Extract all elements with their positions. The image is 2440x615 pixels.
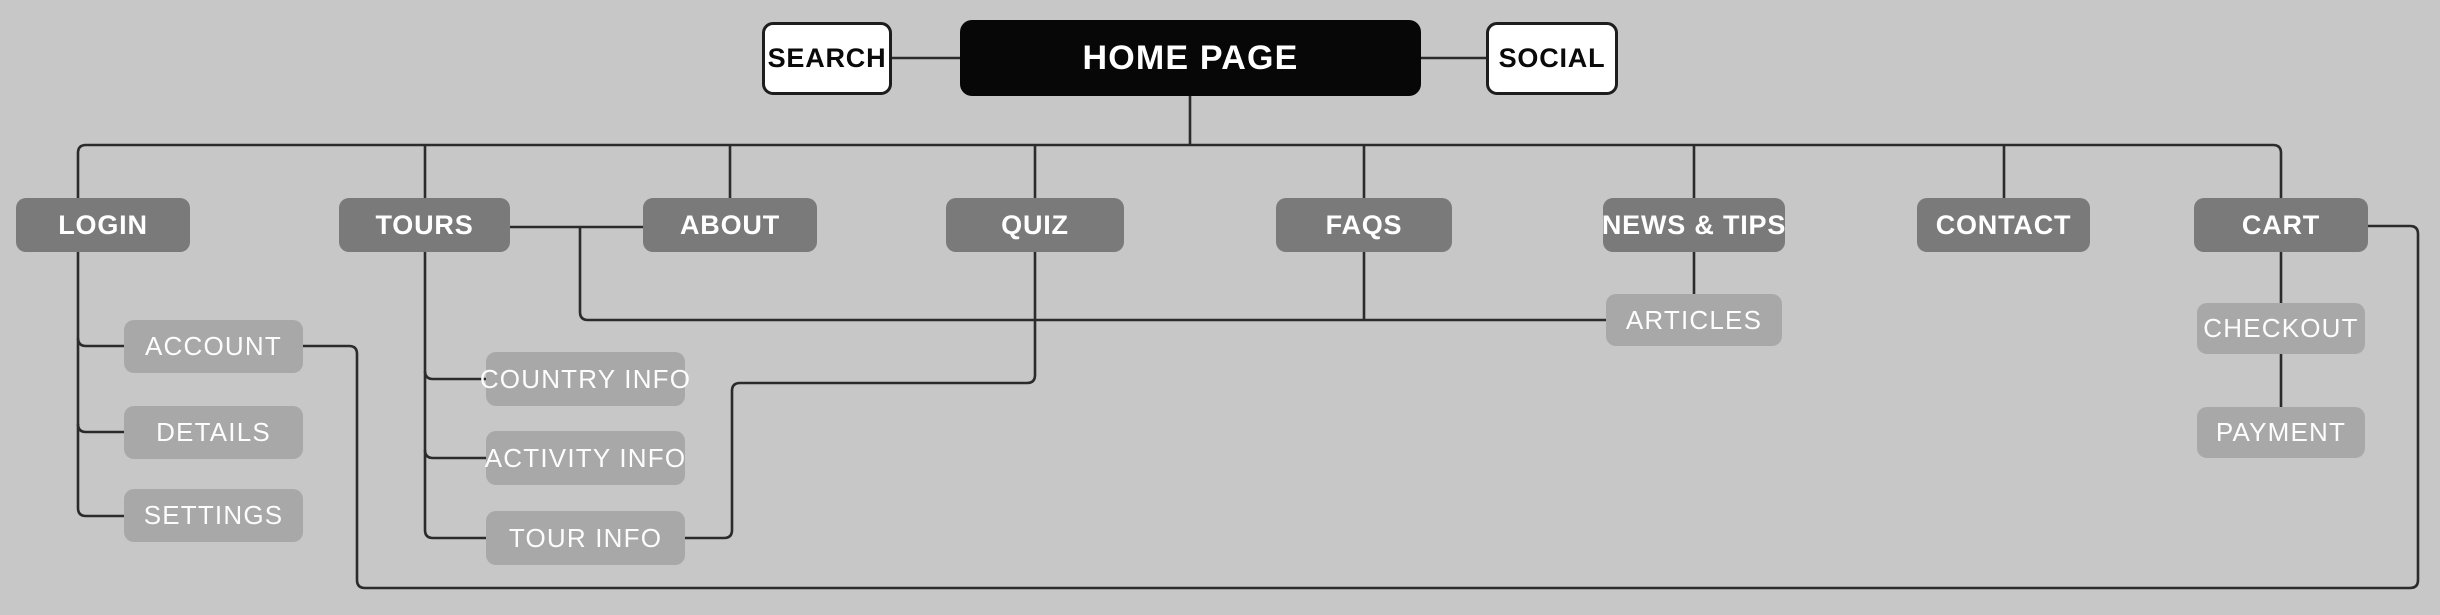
node-login[interactable]: LOGIN — [16, 198, 190, 252]
node-search[interactable]: SEARCH — [762, 22, 892, 95]
node-label: CHECKOUT — [2203, 313, 2359, 343]
node-home-page[interactable]: HOME PAGE — [960, 20, 1421, 96]
node-about[interactable]: ABOUT — [643, 198, 817, 252]
node-label: PAYMENT — [2215, 417, 2347, 447]
node-label: CART — [2241, 209, 2321, 240]
trunk-line — [76, 143, 2283, 200]
edge-tours-tourinfo — [423, 252, 486, 540]
node-faqs[interactable]: FAQS — [1276, 198, 1452, 252]
node-articles[interactable]: ARTICLES — [1606, 294, 1782, 346]
edge-account-cart-loop — [303, 224, 2420, 590]
node-label: SOCIAL — [1498, 43, 1606, 73]
node-activity-info[interactable]: ACTIVITY INFO — [484, 431, 687, 485]
node-cart[interactable]: CART — [2194, 198, 2368, 252]
node-tours[interactable]: TOURS — [339, 198, 510, 252]
node-label: ARTICLES — [1625, 304, 1763, 335]
node-label: CONTACT — [1935, 209, 2072, 240]
edge-junction-articles — [578, 227, 1606, 322]
node-account[interactable]: ACCOUNT — [124, 320, 303, 373]
node-quiz[interactable]: QUIZ — [946, 198, 1124, 252]
edge-tours-activityinfo — [423, 449, 486, 460]
node-label: LOGIN — [58, 209, 148, 240]
node-checkout[interactable]: CHECKOUT — [2197, 303, 2365, 354]
node-label: HOME PAGE — [1082, 38, 1299, 77]
node-label: QUIZ — [1001, 209, 1069, 240]
node-country-info[interactable]: COUNTRY INFO — [480, 352, 690, 406]
node-news-tips[interactable]: NEWS & TIPS — [1601, 198, 1787, 252]
node-label: SEARCH — [767, 43, 887, 73]
node-label: NEWS & TIPS — [1601, 209, 1787, 240]
node-settings[interactable]: SETTINGS — [124, 489, 303, 542]
node-label: TOUR INFO — [508, 522, 663, 553]
node-label: TOURS — [375, 209, 474, 240]
edge-tours-countryinfo — [423, 370, 486, 381]
node-details[interactable]: DETAILS — [124, 406, 303, 459]
node-label: ABOUT — [680, 209, 780, 240]
edge-login-details — [76, 423, 124, 434]
node-label: SETTINGS — [143, 500, 284, 530]
node-label: ACTIVITY INFO — [484, 442, 687, 473]
node-social[interactable]: SOCIAL — [1486, 22, 1618, 95]
node-contact[interactable]: CONTACT — [1917, 198, 2090, 252]
node-label: DETAILS — [156, 417, 271, 447]
node-label: FAQS — [1325, 209, 1403, 240]
node-tour-info[interactable]: TOUR INFO — [486, 511, 685, 565]
edge-login-account — [76, 337, 124, 348]
edge-login-settings — [76, 252, 124, 518]
node-payment[interactable]: PAYMENT — [2197, 407, 2365, 458]
node-label: COUNTRY INFO — [479, 363, 692, 394]
edge-quiz-tourinfo — [685, 252, 1037, 540]
node-label: ACCOUNT — [145, 331, 282, 361]
